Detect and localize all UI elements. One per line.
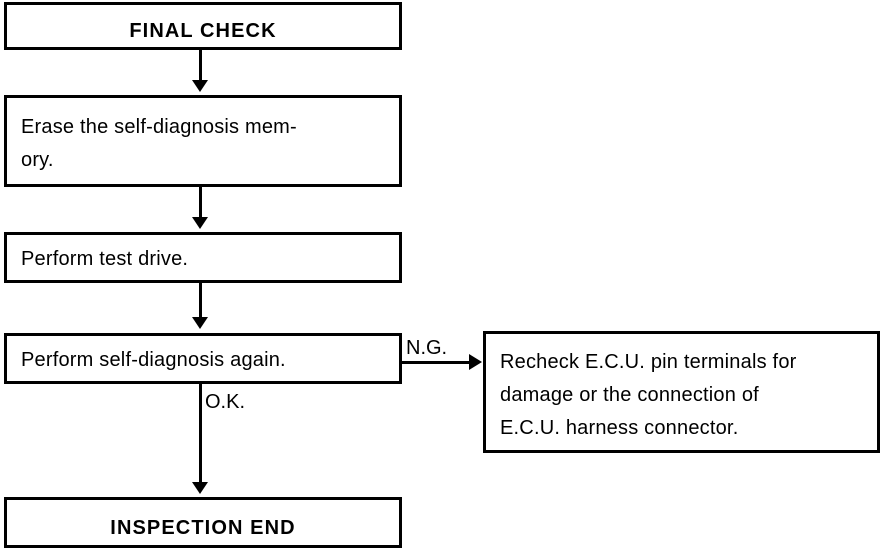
connector-test-drive-to-self-diagnosis-again (199, 283, 202, 319)
node-self-diagnosis-again-label: Perform self-diagnosis again. (21, 349, 286, 371)
node-test-drive: Perform test drive. (4, 232, 402, 283)
node-final-check: FINAL CHECK (4, 2, 402, 50)
node-inspection-end-label: INSPECTION END (110, 517, 296, 539)
node-recheck-ecu: Recheck E.C.U. pin terminals for damage … (483, 331, 880, 453)
connector-self-diagnosis-to-inspection-end (199, 384, 202, 484)
edge-label-ng: N.G. (406, 337, 448, 359)
arrowhead-to-self-diagnosis-again (192, 317, 208, 329)
node-test-drive-label: Perform test drive. (21, 248, 189, 270)
node-self-diagnosis-again: Perform self-diagnosis again. (4, 333, 402, 384)
node-erase-memory: Erase the self-diagnosis mem- ory. (4, 95, 402, 187)
arrowhead-to-recheck-ecu (469, 354, 482, 370)
arrowhead-to-inspection-end (192, 482, 208, 494)
edge-label-ok: O.K. (205, 391, 246, 413)
connector-erase-memory-to-test-drive (199, 187, 202, 221)
connector-final-check-to-erase-memory (199, 50, 202, 84)
node-final-check-label: FINAL CHECK (129, 20, 277, 42)
node-recheck-ecu-label: Recheck E.C.U. pin terminals for damage … (500, 351, 797, 439)
node-inspection-end: INSPECTION END (4, 497, 402, 548)
node-erase-memory-label: Erase the self-diagnosis mem- ory. (21, 116, 297, 171)
arrowhead-to-erase-memory (192, 80, 208, 92)
connector-self-diagnosis-to-recheck-ecu (402, 361, 472, 364)
arrowhead-to-test-drive (192, 217, 208, 229)
